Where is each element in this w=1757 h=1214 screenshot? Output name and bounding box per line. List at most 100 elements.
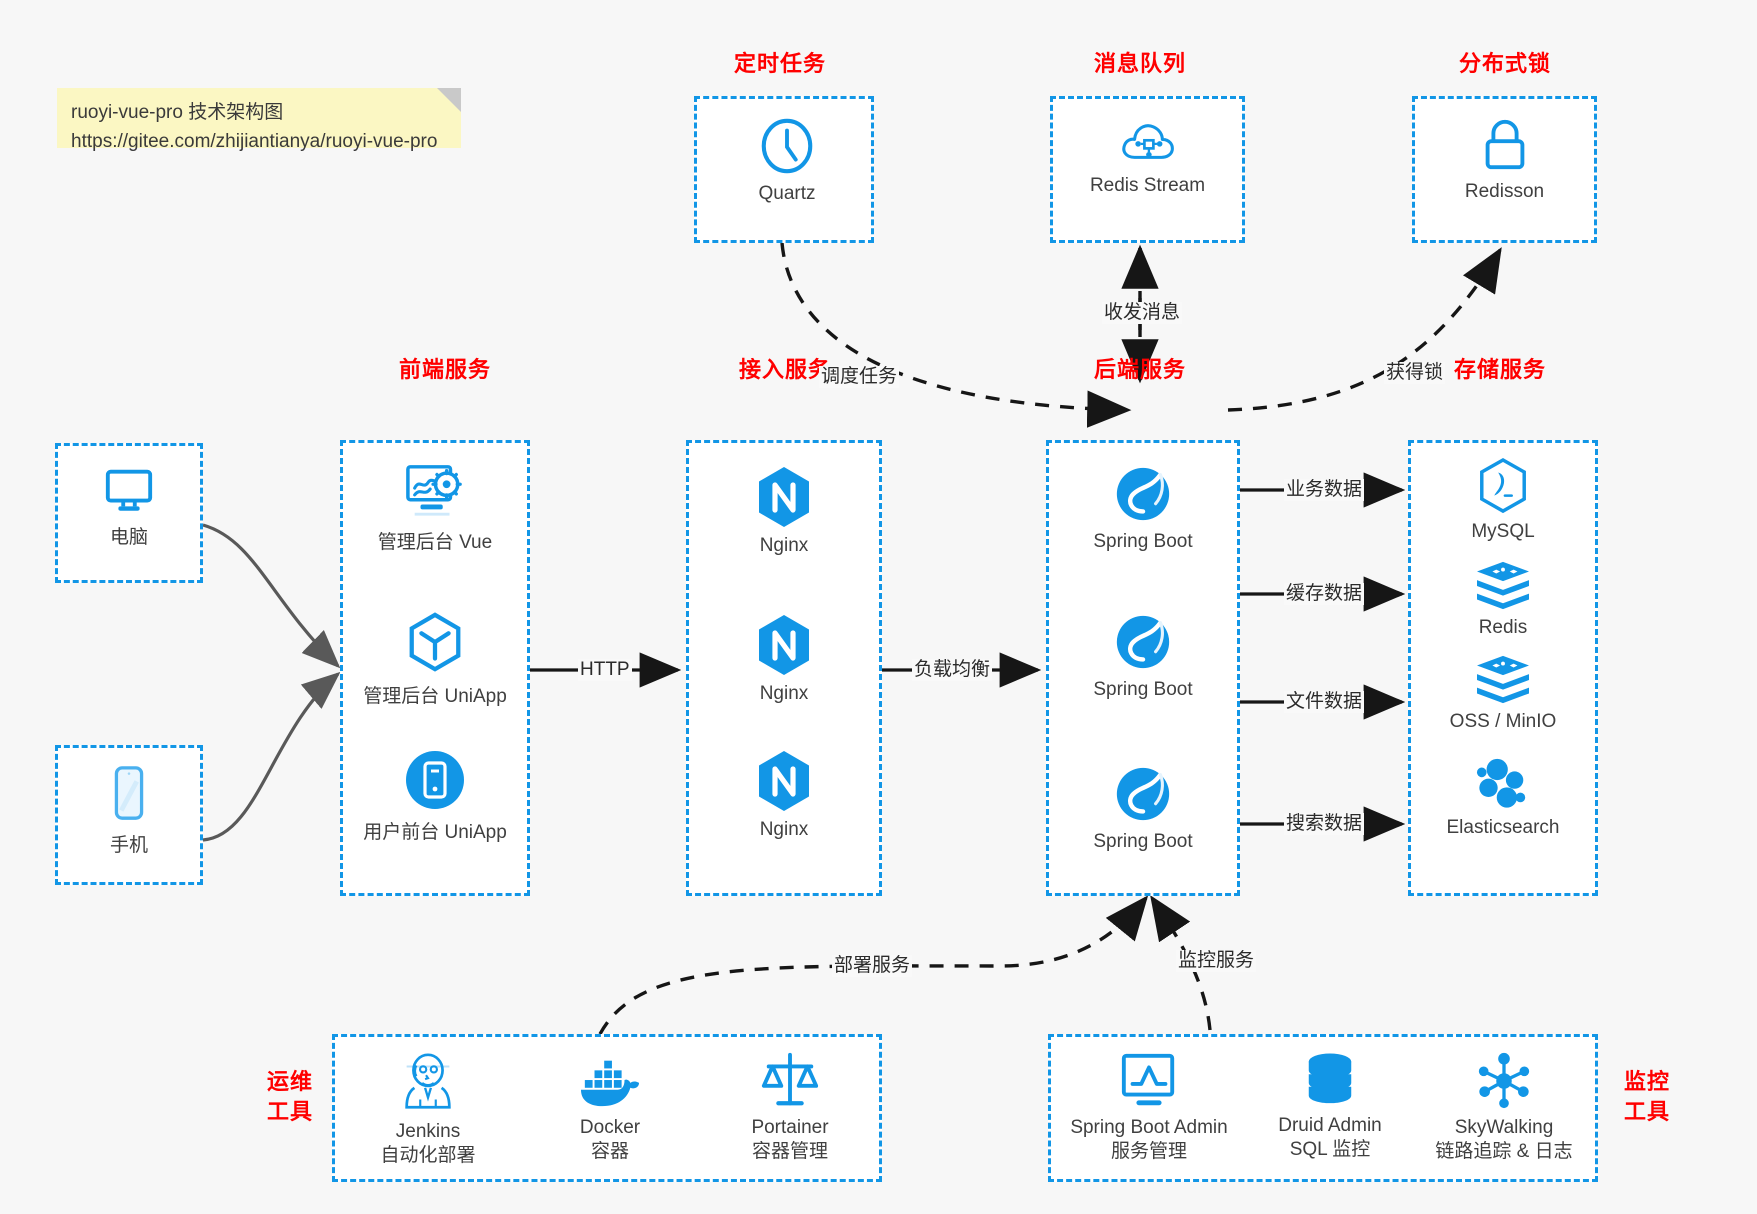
edge-label-load-balance: 负载均衡	[912, 659, 993, 681]
node-label: Elasticsearch	[1446, 817, 1560, 838]
node-elasticsearch[interactable]: Elasticsearch	[1411, 755, 1595, 839]
node-admin-uniapp[interactable]: 管理后台 UniApp	[343, 611, 527, 708]
edge-label-monitor-service: 监控服务	[1176, 950, 1257, 972]
node-label: Spring Boot	[1093, 531, 1193, 552]
redis-icon	[1477, 561, 1529, 610]
node-admin-vue[interactable]: 管理后台 Vue	[343, 461, 527, 554]
node-redisson[interactable]: Redisson	[1415, 115, 1594, 203]
node-oss-minio[interactable]: OSS / MinIO	[1411, 653, 1595, 733]
note-fold-corner	[437, 88, 461, 112]
node-label: 管理后台 Vue	[377, 532, 493, 553]
group-title-monitor-line1: 监控	[1623, 1069, 1670, 1094]
node-sublabel: 服务管理	[1110, 1141, 1187, 1162]
cloud-stream-icon	[1121, 124, 1174, 159]
note-line-1: ruoyi-vue-pro 技术架构图	[71, 102, 284, 123]
group-box-mq: Redis Stream	[1050, 96, 1245, 243]
monitor-chart-icon	[1121, 1053, 1175, 1106]
node-mobile[interactable]: 手机	[58, 764, 200, 857]
spring-icon	[1116, 615, 1170, 669]
group-box-scheduler: Quartz	[694, 96, 874, 243]
desktop-icon	[105, 469, 153, 511]
node-label: Jenkins	[395, 1121, 461, 1142]
node-sublabel: 自动化部署	[380, 1145, 476, 1166]
node-spring-boot-2[interactable]: Spring Boot	[1049, 611, 1237, 701]
database-icon	[1308, 1053, 1352, 1104]
dashboard-gear-icon	[406, 465, 462, 516]
node-label: Redis Stream	[1089, 175, 1206, 196]
node-nginx-2[interactable]: Nginx	[689, 613, 879, 705]
node-mysql[interactable]: MySQL	[1411, 457, 1595, 543]
node-label: Quartz	[758, 183, 816, 204]
edge-label-send-receive-message: 收发消息	[1102, 302, 1183, 324]
client-box-mobile: 手机	[55, 745, 203, 885]
node-label: 用户前台 UniApp	[363, 822, 507, 843]
group-title-monitor: 监控 工具	[1612, 1067, 1682, 1127]
nginx-icon	[759, 751, 809, 811]
edge-label-file-data: 文件数据	[1284, 691, 1365, 713]
portainer-scale-icon	[761, 1052, 819, 1106]
node-portainer[interactable]: Portainer 容器管理	[705, 1049, 875, 1164]
node-label: Docker	[579, 1117, 641, 1138]
node-nginx-3[interactable]: Nginx	[689, 749, 879, 841]
group-box-storage: MySQL Redis OSS / MinIO	[1408, 440, 1598, 896]
node-sublabel: 容器	[590, 1141, 629, 1162]
elasticsearch-icon	[1476, 758, 1526, 808]
node-skywalking[interactable]: SkyWalking 链路追踪 & 日志	[1409, 1051, 1599, 1164]
node-desktop[interactable]: 电脑	[58, 464, 200, 549]
node-label: Redisson	[1464, 181, 1545, 202]
node-druid-admin[interactable]: Druid Admin SQL 监控	[1247, 1051, 1413, 1162]
group-title-gateway: 接入服务	[738, 357, 831, 382]
note-line-2: https://gitee.com/zhijiantianya/ruoyi-vu…	[71, 131, 438, 152]
node-nginx-1[interactable]: Nginx	[689, 465, 879, 557]
node-label: Druid Admin	[1278, 1115, 1382, 1136]
node-label: Nginx	[759, 535, 809, 556]
edge-label-cache-data: 缓存数据	[1284, 583, 1365, 605]
group-title-devops-line2: 工具	[266, 1099, 313, 1124]
group-box-monitor: Spring Boot Admin 服务管理 Druid Admin SQL 监…	[1048, 1034, 1598, 1182]
nginx-icon	[759, 467, 809, 527]
group-box-devops: Jenkins 自动化部署 Docker 容器	[332, 1034, 882, 1182]
edge-label-business-data: 业务数据	[1284, 479, 1365, 501]
node-label: OSS / MinIO	[1449, 711, 1557, 732]
node-jenkins[interactable]: Jenkins 自动化部署	[343, 1049, 513, 1168]
edge-label-deploy-service: 部署服务	[832, 955, 913, 977]
edge-label-search-data: 搜索数据	[1284, 813, 1365, 835]
app-circle-icon	[406, 751, 464, 809]
jenkins-icon	[405, 1053, 451, 1109]
node-label: Nginx	[759, 819, 809, 840]
group-title-frontend: 前端服务	[398, 357, 491, 382]
node-label: 电脑	[109, 527, 148, 548]
node-spring-boot-admin[interactable]: Spring Boot Admin 服务管理	[1051, 1051, 1247, 1164]
node-quartz[interactable]: Quartz	[697, 115, 877, 205]
spring-icon	[1116, 767, 1170, 821]
group-title-devops-line1: 运维	[266, 1069, 313, 1094]
mobile-icon	[114, 766, 144, 820]
node-label: Nginx	[759, 683, 809, 704]
node-redis-stream[interactable]: Redis Stream	[1053, 117, 1242, 197]
node-redis[interactable]: Redis	[1411, 559, 1595, 639]
group-title-lock: 分布式锁	[1458, 51, 1551, 76]
group-title-monitor-line2: 工具	[1623, 1099, 1670, 1124]
lock-icon	[1485, 119, 1524, 170]
node-user-uniapp[interactable]: 用户前台 UniApp	[343, 749, 527, 844]
node-label: 管理后台 UniApp	[363, 686, 507, 707]
node-label: 手机	[109, 835, 148, 856]
node-docker[interactable]: Docker 容器	[525, 1051, 695, 1164]
group-box-lock: Redisson	[1412, 96, 1597, 243]
node-spring-boot-1[interactable]: Spring Boot	[1049, 463, 1237, 553]
client-box-desktop: 电脑	[55, 443, 203, 583]
group-title-scheduler: 定时任务	[733, 51, 826, 76]
node-label: Portainer	[751, 1117, 829, 1138]
node-label: Spring Boot	[1093, 831, 1193, 852]
node-label: MySQL	[1471, 521, 1535, 542]
group-title-storage: 存储服务	[1453, 357, 1546, 382]
node-spring-boot-3[interactable]: Spring Boot	[1049, 763, 1237, 853]
spring-icon	[1116, 467, 1170, 521]
edge-label-schedule-task: 调度任务	[819, 366, 900, 388]
group-box-frontend: 管理后台 Vue 管理后台 UniApp 用户前台 UniApp	[340, 440, 530, 896]
cube-icon	[409, 612, 461, 672]
group-title-backend: 后端服务	[1093, 357, 1186, 382]
group-box-backend: Spring Boot Spring Boot Spring Boot	[1046, 440, 1240, 896]
clock-icon	[761, 118, 813, 174]
